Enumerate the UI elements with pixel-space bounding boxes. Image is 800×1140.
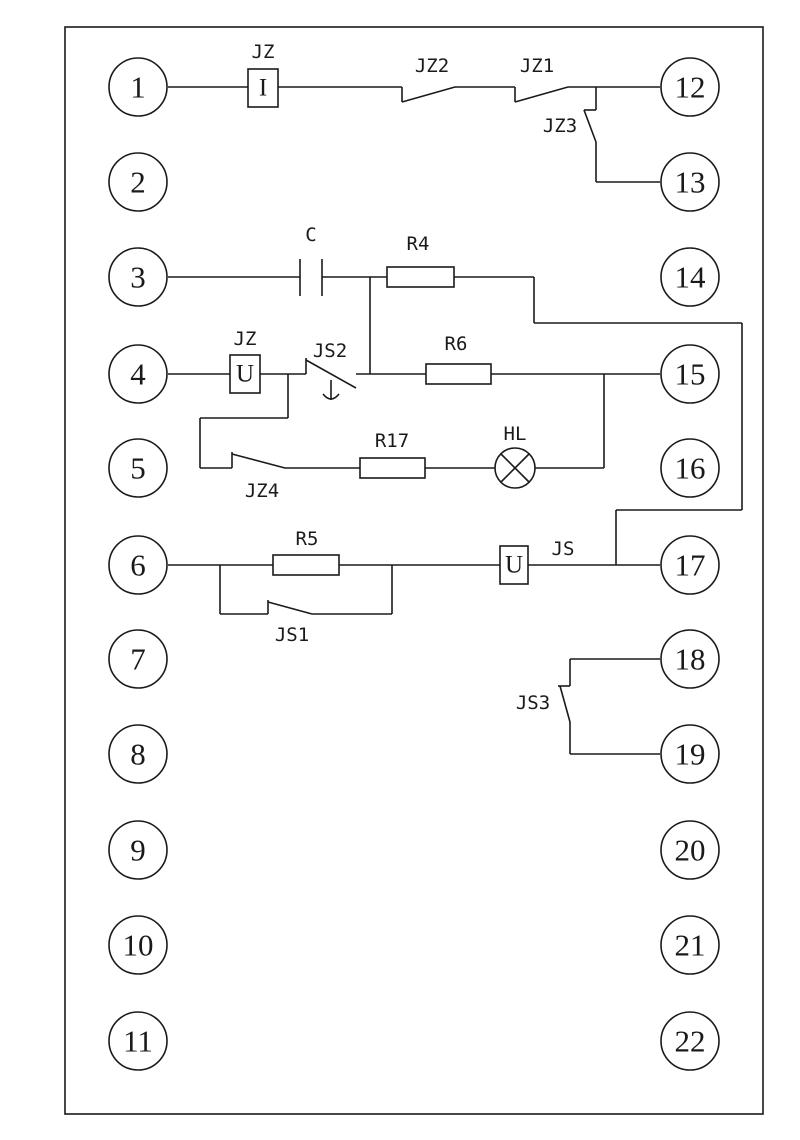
contact-jz2 [401,86,456,103]
svg-text:21: 21 [675,928,706,963]
terminal-12: 12 [660,57,720,117]
label-r6: R6 [445,333,468,355]
terminal-17: 17 [660,535,720,595]
terminal-11: 11 [108,1011,168,1071]
label-jz-voltage: JZ [234,328,257,350]
svg-text:10: 10 [123,928,154,963]
svg-text:14: 14 [675,260,707,295]
resistor-r6 [425,363,492,385]
terminal-2: 2 [108,152,168,212]
wires [168,86,743,755]
svg-text:18: 18 [675,642,706,677]
coil-symbol-u-jz: U [236,361,254,388]
label-r17: R17 [375,430,409,452]
label-jz-current: JZ [252,41,275,63]
label-capacitor-c: C [305,224,316,246]
svg-text:12: 12 [675,70,706,105]
svg-text:8: 8 [130,737,146,772]
svg-text:20: 20 [675,833,706,868]
svg-text:19: 19 [675,737,706,772]
svg-text:22: 22 [675,1024,706,1059]
terminal-18: 18 [660,629,720,689]
terminal-16: 16 [660,438,720,498]
lamp-hl [494,447,536,489]
svg-text:17: 17 [675,548,706,583]
relay-jz-voltage-coil [229,354,261,394]
terminal-5: 5 [108,438,168,498]
svg-text:2: 2 [130,165,146,200]
label-js3: JS3 [516,692,550,714]
contact-js3 [558,685,571,723]
terminal-1: 1 [108,57,168,117]
terminal-9: 9 [108,820,168,880]
contact-jz4 [231,452,286,469]
terminal-3: 3 [108,247,168,307]
contact-js2 [305,358,357,400]
resistor-r17 [359,457,426,479]
terminal-8: 8 [108,724,168,784]
svg-text:15: 15 [675,357,706,392]
terminal-7: 7 [108,629,168,689]
label-jz4: JZ4 [245,480,279,502]
terminal-22: 22 [660,1011,720,1071]
svg-text:3: 3 [130,260,146,295]
terminal-13: 13 [660,152,720,212]
coil-symbol-u-js: U [505,552,523,579]
terminal-4: 4 [108,344,168,404]
svg-text:4: 4 [130,357,146,392]
label-hl: HL [504,423,527,445]
contact-jz1 [514,86,569,103]
svg-text:1: 1 [130,70,146,105]
terminal-20: 20 [660,820,720,880]
svg-text:16: 16 [675,451,706,486]
terminal-6: 6 [108,535,168,595]
relay-js-voltage-coil [499,545,529,585]
label-r4: R4 [407,233,430,255]
svg-text:5: 5 [130,451,146,486]
contact-js1 [267,600,313,615]
terminal-19: 19 [660,724,720,784]
coil-symbol-i: I [259,75,267,102]
svg-text:6: 6 [130,548,146,583]
contact-jz3 [583,109,597,143]
svg-text:7: 7 [130,642,146,677]
label-js2: JS2 [313,340,347,362]
svg-text:9: 9 [130,833,146,868]
terminal-14: 14 [660,247,720,307]
label-r5: R5 [296,528,319,550]
label-jz3: JZ3 [543,115,577,137]
label-jz2: JZ2 [415,55,449,77]
terminal-15: 15 [660,344,720,404]
resistor-r4 [386,266,455,288]
capacitor-c [299,259,323,296]
svg-text:13: 13 [675,165,706,200]
relay-jz-current-coil [247,68,279,108]
label-js1: JS1 [275,624,309,646]
label-jz1: JZ1 [520,55,554,77]
svg-text:11: 11 [123,1024,153,1059]
terminal-21: 21 [660,915,720,975]
label-js: JS [552,538,575,560]
diagram-frame [64,26,764,1115]
resistor-r5 [272,554,340,576]
terminal-10: 10 [108,915,168,975]
